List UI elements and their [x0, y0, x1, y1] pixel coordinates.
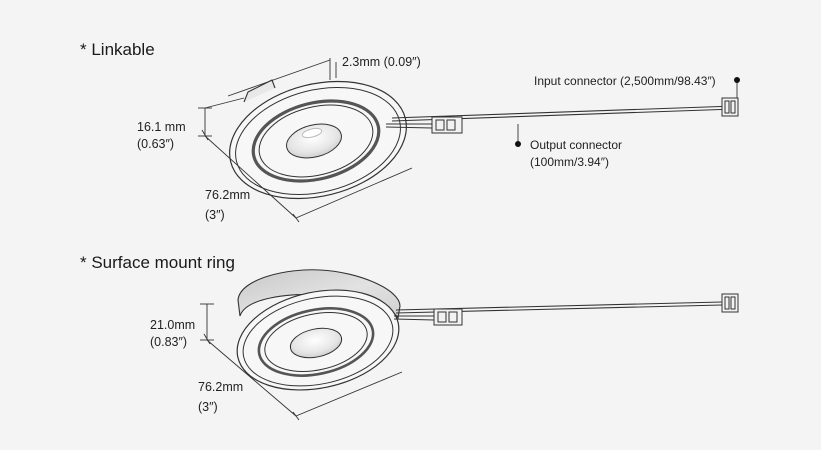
linkable-cable [391, 105, 736, 119]
linkable-height-label: 16.1 mm [137, 120, 186, 134]
depth-dimension-label: 2.3mm (0.09″) [342, 55, 421, 69]
linkable-lens [286, 123, 342, 159]
output-connector-marker [515, 141, 521, 147]
linkable-diameter-inch-label: (3″) [205, 208, 225, 222]
surface-output-plug [433, 308, 463, 326]
surface-diameter-inch-label: (3″) [198, 400, 218, 414]
input-plug [721, 97, 739, 117]
surface-ring [257, 307, 375, 377]
surface-title: * Surface mount ring [80, 253, 235, 272]
surface-height-label: 21.0mm [150, 318, 196, 332]
surface-diameter-label: 76.2mm [198, 380, 244, 394]
linkable-dimensions [198, 58, 738, 223]
surface-light [236, 269, 739, 391]
linkable-back-clip [243, 79, 276, 103]
output-connector-label: Output connector [530, 138, 623, 152]
linkable-diameter-label: 76.2mm [205, 188, 251, 202]
input-connector-label: Input connector (2,500mm/98.43″) [534, 74, 716, 88]
surface-input-plug [721, 293, 739, 313]
output-connector-length-label: (100mm/3.94″) [530, 155, 609, 169]
linkable-ring [251, 99, 381, 183]
linkable-light [229, 79, 739, 200]
input-connector-marker [734, 77, 740, 83]
linkable-title: * Linkable [80, 40, 155, 59]
linkable-height-inch-label: (0.63″) [137, 137, 175, 151]
surface-height-inch-label: (0.83″) [150, 335, 188, 349]
surface-dimensions [200, 303, 403, 421]
surface-lens [289, 327, 343, 359]
